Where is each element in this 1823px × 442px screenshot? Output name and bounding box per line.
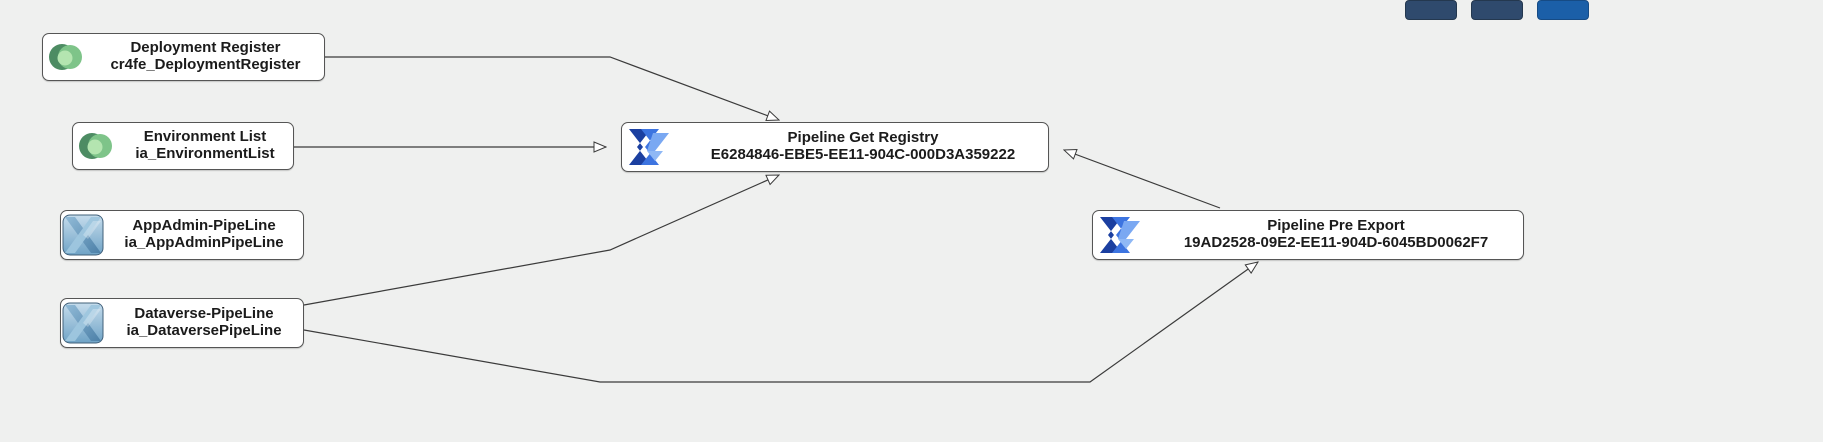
edge-dataverse-pipeline-to-pipeline-get-registry <box>303 174 779 306</box>
node-label-group: Dataverse-PipeLine ia_DataversePipeLine <box>105 299 303 347</box>
node-subtitle: ia_EnvironmentList <box>135 145 275 162</box>
node-pipeline-pre-export[interactable]: Pipeline Pre Export 19AD2528-09E2-EE11-9… <box>1092 210 1524 260</box>
power-automate-flow-icon <box>622 123 678 171</box>
dataverse-table-green-icon <box>43 34 87 80</box>
node-subtitle: cr4fe_DeploymentRegister <box>110 56 301 73</box>
edge-pipeline-pre-export-to-pipeline-get-registry <box>1064 150 1221 209</box>
toolbar-button-2[interactable] <box>1471 0 1523 20</box>
dataverse-x-blue-icon <box>61 299 105 347</box>
node-title: AppAdmin-PipeLine <box>132 217 276 235</box>
node-title: Environment List <box>143 128 267 146</box>
node-title: Deployment Register <box>130 39 281 57</box>
node-title: Pipeline Pre Export <box>1267 217 1405 235</box>
node-subtitle: E6284846-EBE5-EE11-904C-000D3A359222 <box>710 146 1016 163</box>
node-subtitle: ia_AppAdminPipeLine <box>124 234 284 251</box>
toolbar-button-1[interactable] <box>1405 0 1457 20</box>
node-deployment-register[interactable]: Deployment Register cr4fe_DeploymentRegi… <box>42 33 325 81</box>
node-pipeline-get-registry[interactable]: Pipeline Get Registry E6284846-EBE5-EE11… <box>621 122 1049 172</box>
toolbar-button-3[interactable] <box>1537 0 1589 20</box>
node-title: Pipeline Get Registry <box>787 129 939 147</box>
node-environment-list[interactable]: Environment List ia_EnvironmentList <box>72 122 294 170</box>
node-label-group: Environment List ia_EnvironmentList <box>117 123 293 169</box>
edge-deployment-register-to-pipeline-get-registry <box>325 56 779 120</box>
edge-dataverse-pipeline-to-pipeline-pre-export <box>303 262 1258 383</box>
node-label-group: Pipeline Pre Export 19AD2528-09E2-EE11-9… <box>1149 211 1523 259</box>
node-appadmin-pipeline[interactable]: AppAdmin-PipeLine ia_AppAdminPipeLine <box>60 210 304 260</box>
dataverse-table-green-icon <box>73 123 117 169</box>
node-label-group: AppAdmin-PipeLine ia_AppAdminPipeLine <box>105 211 303 259</box>
node-dataverse-pipeline[interactable]: Dataverse-PipeLine ia_DataversePipeLine <box>60 298 304 348</box>
node-subtitle: 19AD2528-09E2-EE11-904D-6045BD0062F7 <box>1183 234 1489 251</box>
power-automate-flow-icon <box>1093 211 1149 259</box>
dataverse-x-blue-icon <box>61 211 105 259</box>
node-subtitle: ia_DataversePipeLine <box>126 322 282 339</box>
node-label-group: Pipeline Get Registry E6284846-EBE5-EE11… <box>678 123 1048 171</box>
node-title: Dataverse-PipeLine <box>134 305 274 323</box>
node-label-group: Deployment Register cr4fe_DeploymentRegi… <box>87 34 324 80</box>
